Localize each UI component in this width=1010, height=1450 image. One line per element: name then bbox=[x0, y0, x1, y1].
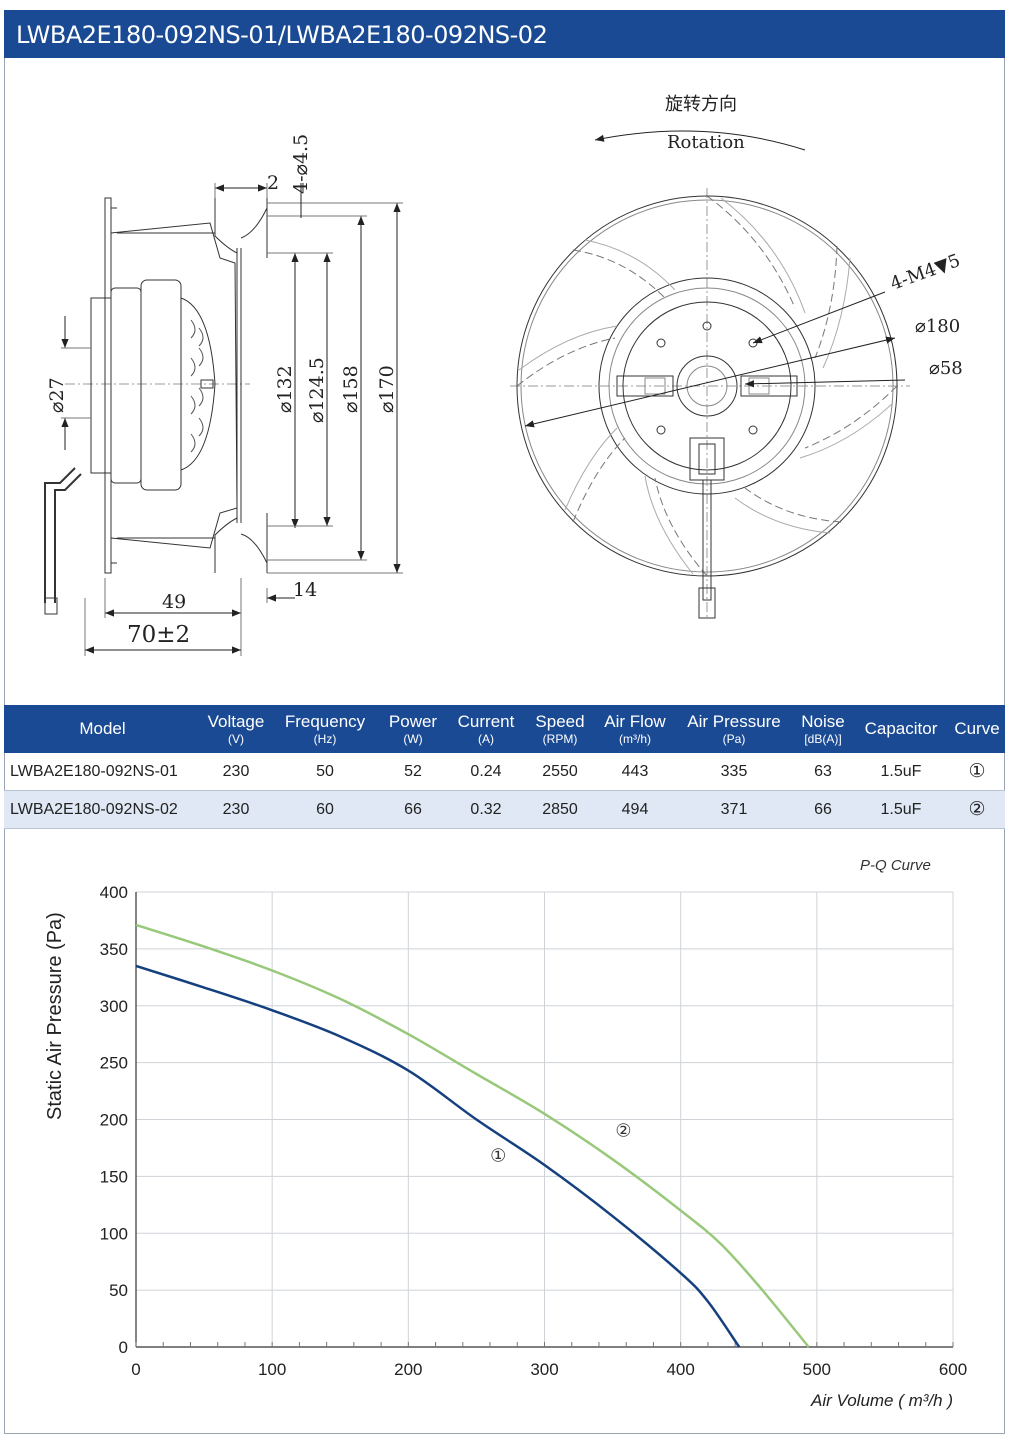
y-axis-label: Static Air Pressure (Pa) bbox=[44, 912, 66, 1120]
col-current: Current(A) bbox=[447, 705, 525, 753]
y-tick-label: 0 bbox=[119, 1338, 128, 1357]
x-axis-label: Air Volume ( m³/h ) bbox=[810, 1391, 953, 1410]
col-speed: Speed(RPM) bbox=[525, 705, 595, 753]
dim-170-label: ⌀170 bbox=[376, 365, 398, 413]
col-frequency: Frequency(Hz) bbox=[271, 705, 379, 753]
table-cell: 0.32 bbox=[447, 790, 525, 829]
pq-chart: 0 100 200 300 400 500 600 0 50 100 150 200 250 300 350… bbox=[44, 857, 968, 1410]
title-bar: LWBA2E180-092NS-01/LWBA2E180-092NS-02 bbox=[4, 10, 1005, 58]
table-cell: 66 bbox=[793, 790, 853, 829]
dim-124-label: ⌀124.5 bbox=[306, 357, 328, 423]
spec-table: Model Voltage(V) Frequency(Hz) Power(W) … bbox=[4, 705, 1005, 829]
dim-49-label: 49 bbox=[162, 591, 186, 613]
chart-grid bbox=[136, 891, 954, 1347]
y-tick-label: 400 bbox=[100, 883, 128, 902]
table-cell: LWBA2E180-092NS-02 bbox=[4, 790, 201, 829]
table-cell: 443 bbox=[595, 753, 675, 791]
table-cell: ① bbox=[949, 753, 1005, 791]
table-cell: 1.5uF bbox=[853, 753, 949, 791]
x-tick-label: 600 bbox=[939, 1360, 967, 1379]
col-airflow: Air Flow(m³/h) bbox=[595, 705, 675, 753]
chart-series: ①② bbox=[135, 923, 810, 1348]
side-view bbox=[44, 197, 268, 615]
y-tick-label: 200 bbox=[100, 1111, 128, 1130]
dim-holes-label: 4-⌀4.5 bbox=[290, 134, 312, 194]
rotation-en-label: Rotation bbox=[667, 132, 745, 153]
page-title: LWBA2E180-092NS-01/LWBA2E180-092NS-02 bbox=[16, 21, 548, 49]
col-capacitor: Capacitor bbox=[853, 705, 949, 753]
technical-drawing: 4-⌀4.5 2 ⌀27 ⌀132 ⌀124.5 ⌀158 ⌀170 49 14… bbox=[44, 94, 964, 656]
y-tick-label: 350 bbox=[100, 940, 128, 959]
table-header-row: Model Voltage(V) Frequency(Hz) Power(W) … bbox=[4, 705, 1005, 753]
series-line-2 bbox=[135, 923, 810, 1348]
table-cell: 63 bbox=[793, 753, 853, 791]
table-cell: 230 bbox=[201, 753, 271, 791]
y-tick-label: 300 bbox=[100, 997, 128, 1016]
table-cell: 1.5uF bbox=[853, 790, 949, 829]
y-tick-label: 100 bbox=[100, 1224, 128, 1243]
table-cell: 230 bbox=[201, 790, 271, 829]
table-cell: 335 bbox=[675, 753, 793, 791]
dim-gap-label: 2 bbox=[267, 172, 279, 194]
y-tick-label: 250 bbox=[100, 1054, 128, 1073]
table-row: LWBA2E180-092NS-02 230 60 66 0.32 2850 4… bbox=[4, 790, 1005, 829]
col-power: Power(W) bbox=[379, 705, 447, 753]
dim-158-label: ⌀158 bbox=[340, 365, 362, 413]
col-curve: Curve bbox=[949, 705, 1005, 753]
chart-title: P-Q Curve bbox=[860, 857, 931, 874]
table-cell: 2850 bbox=[525, 790, 595, 829]
chart-axes: 0 100 200 300 400 500 600 0 50 100 150 200 250 300 350… bbox=[100, 883, 968, 1379]
x-tick-label: 300 bbox=[530, 1360, 558, 1379]
table-cell: 2550 bbox=[525, 753, 595, 791]
series-line-1 bbox=[135, 964, 741, 1348]
thread-label: 4-M4▼5 bbox=[888, 250, 964, 295]
table-row: LWBA2E180-092NS-01 230 50 52 0.24 2550 4… bbox=[4, 753, 1005, 791]
dim-132-label: ⌀132 bbox=[274, 365, 296, 413]
dim-70-label: 70±2 bbox=[127, 622, 190, 648]
table-cell: 66 bbox=[379, 790, 447, 829]
front-view bbox=[510, 188, 910, 619]
table-cell: 50 bbox=[271, 753, 379, 791]
col-noise: Noise[dB(A)] bbox=[793, 705, 853, 753]
x-tick-label: 400 bbox=[666, 1360, 694, 1379]
series-label-1: ① bbox=[490, 1146, 506, 1167]
x-tick-label: 500 bbox=[803, 1360, 831, 1379]
x-tick-label: 200 bbox=[394, 1360, 422, 1379]
table-cell: LWBA2E180-092NS-01 bbox=[4, 753, 201, 791]
table-cell: ② bbox=[949, 790, 1005, 829]
col-airpressure: Air Pressure(Pa) bbox=[675, 705, 793, 753]
table-cell: 52 bbox=[379, 753, 447, 791]
x-tick-label: 100 bbox=[258, 1360, 286, 1379]
rotation-cn-label: 旋转方向 bbox=[665, 94, 737, 115]
dim-58-label: ⌀58 bbox=[929, 358, 963, 379]
col-voltage: Voltage(V) bbox=[201, 705, 271, 753]
series-label-2: ② bbox=[615, 1121, 631, 1142]
y-tick-label: 150 bbox=[100, 1167, 128, 1186]
x-tick-label: 0 bbox=[131, 1360, 140, 1379]
table-cell: 0.24 bbox=[447, 753, 525, 791]
dim-180-label: ⌀180 bbox=[915, 316, 960, 337]
dim-27-label: ⌀27 bbox=[46, 377, 68, 413]
y-tick-label: 50 bbox=[109, 1281, 128, 1300]
dim-14-label: 14 bbox=[293, 579, 317, 601]
table-cell: 494 bbox=[595, 790, 675, 829]
col-model: Model bbox=[4, 705, 201, 753]
table-cell: 60 bbox=[271, 790, 379, 829]
table-cell: 371 bbox=[675, 790, 793, 829]
